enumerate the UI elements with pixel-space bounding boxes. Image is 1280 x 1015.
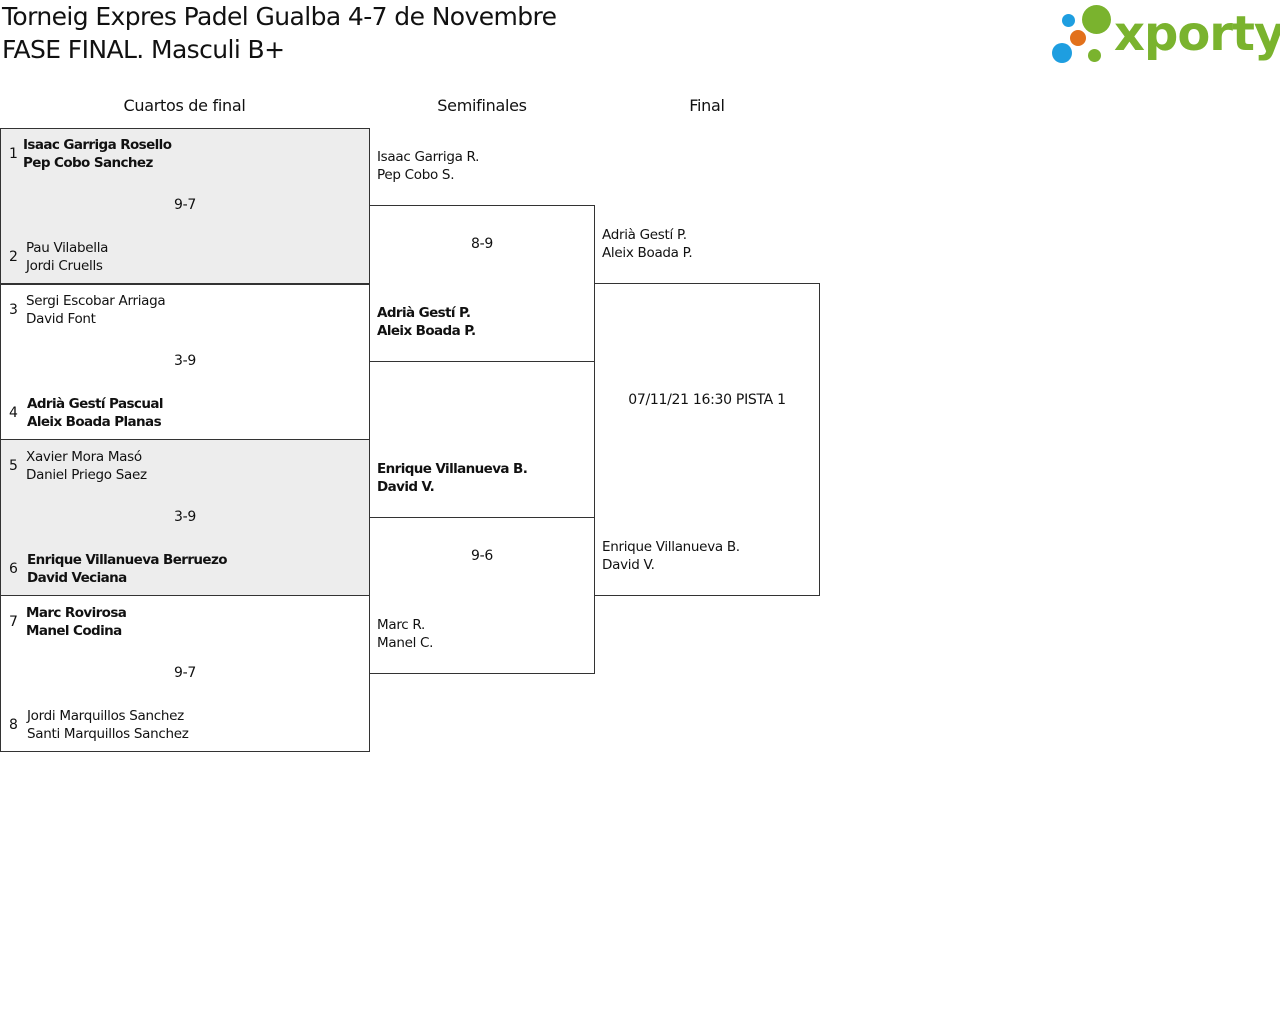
- logo-dot-orange-icon: [1070, 30, 1086, 46]
- phase-subtitle: FASE FINAL. Masculi B+: [2, 35, 285, 64]
- player-name: Aleix Boada Planas: [27, 414, 162, 430]
- quarterfinal-match-3[interactable]: 5 Xavier Mora Masó Daniel Priego Saez 3-…: [0, 439, 370, 596]
- player-name: Xavier Mora Masó: [26, 449, 142, 465]
- player-name: Isaac Garriga R.: [377, 149, 480, 165]
- seed-number: 6: [9, 561, 18, 577]
- seed-number: 4: [9, 405, 18, 421]
- team-entry[interactable]: Enrique Villanueva Berruezo David Vecian…: [27, 551, 228, 587]
- logo-wordmark: xporty: [1114, 6, 1280, 62]
- seed-number: 2: [9, 249, 18, 265]
- semifinal-2-team-bottom[interactable]: Marc R. Manel C.: [377, 616, 433, 652]
- tournament-title: Torneig Expres Padel Gualba 4-7 de Novem…: [2, 2, 557, 31]
- player-name: Sergi Escobar Arriaga: [26, 293, 166, 309]
- xporty-logo[interactable]: xporty: [1052, 4, 1280, 68]
- player-name: David V.: [602, 557, 655, 573]
- team-entry[interactable]: Adrià Gestí Pascual Aleix Boada Planas: [27, 395, 163, 431]
- round-header-final: Final: [689, 96, 725, 115]
- player-name: David Font: [26, 311, 96, 327]
- match-schedule: 07/11/21 16:30 PISTA 1: [628, 392, 786, 408]
- final-team-top[interactable]: Adrià Gestí P. Aleix Boada P.: [602, 226, 693, 262]
- semifinal-2-team-top[interactable]: Enrique Villanueva B. David V.: [377, 460, 528, 496]
- semifinal-1-team-top[interactable]: Isaac Garriga R. Pep Cobo S.: [377, 148, 479, 184]
- player-name: Pau Vilabella: [26, 240, 109, 256]
- team-entry[interactable]: Marc Rovirosa Manel Codina: [26, 604, 127, 640]
- team-entry[interactable]: Isaac Garriga Rosello Pep Cobo Sanchez: [23, 136, 172, 172]
- player-name: Adrià Gestí P.: [602, 227, 687, 243]
- seed-number: 8: [9, 717, 18, 733]
- seed-number: 1: [9, 146, 18, 162]
- player-name: Pep Cobo Sanchez: [23, 155, 153, 171]
- player-name: David V.: [377, 479, 435, 495]
- player-name: Adrià Gestí Pascual: [27, 396, 163, 412]
- player-name: Manel C.: [377, 635, 434, 651]
- player-name: Jordi Cruells: [26, 258, 103, 274]
- logo-dot-blue-top-icon: [1062, 14, 1075, 27]
- player-name: Adrià Gestí P.: [377, 305, 471, 321]
- team-entry[interactable]: Sergi Escobar Arriaga David Font: [26, 292, 166, 328]
- player-name: Enrique Villanueva B.: [377, 461, 528, 477]
- logo-dot-green-large-icon: [1082, 5, 1111, 34]
- team-entry[interactable]: Xavier Mora Masó Daniel Priego Saez: [26, 448, 147, 484]
- player-name: Aleix Boada P.: [602, 245, 693, 261]
- match-score: 8-9: [471, 236, 493, 252]
- team-entry[interactable]: Pau Vilabella Jordi Cruells: [26, 239, 108, 275]
- match-score: 9-7: [174, 197, 196, 213]
- quarterfinal-match-2[interactable]: 3 Sergi Escobar Arriaga David Font 3-9 4…: [0, 283, 370, 440]
- player-name: Jordi Marquillos Sanchez: [27, 708, 184, 724]
- player-name: David Veciana: [27, 570, 127, 586]
- semifinal-1-team-bottom[interactable]: Adrià Gestí P. Aleix Boada P.: [377, 304, 476, 340]
- player-name: Daniel Priego Saez: [26, 467, 147, 483]
- round-header-quarterfinals: Cuartos de final: [123, 96, 246, 115]
- player-name: Enrique Villanueva B.: [602, 539, 740, 555]
- quarterfinal-match-1[interactable]: 1 Isaac Garriga Rosello Pep Cobo Sanchez…: [0, 128, 370, 285]
- match-score: 9-6: [471, 548, 493, 564]
- seed-number: 5: [9, 458, 18, 474]
- player-name: Marc R.: [377, 617, 425, 633]
- player-name: Isaac Garriga Rosello: [23, 137, 172, 153]
- round-header-semifinals: Semifinales: [437, 96, 527, 115]
- match-score: 9-7: [174, 665, 196, 681]
- logo-dot-green-small-icon: [1088, 49, 1101, 62]
- team-entry[interactable]: Jordi Marquillos Sanchez Santi Marquillo…: [27, 707, 189, 743]
- player-name: Pep Cobo S.: [377, 167, 455, 183]
- player-name: Marc Rovirosa: [26, 605, 127, 621]
- seed-number: 7: [9, 614, 18, 630]
- match-score: 3-9: [174, 353, 196, 369]
- player-name: Enrique Villanueva Berruezo: [27, 552, 228, 568]
- player-name: Manel Codina: [26, 623, 122, 639]
- logo-dot-blue-bottom-icon: [1052, 43, 1072, 63]
- match-score: 3-9: [174, 509, 196, 525]
- seed-number: 3: [9, 302, 18, 318]
- player-name: Santi Marquillos Sanchez: [27, 726, 189, 742]
- final-team-bottom[interactable]: Enrique Villanueva B. David V.: [602, 538, 740, 574]
- quarterfinal-match-4[interactable]: 7 Marc Rovirosa Manel Codina 9-7 8 Jordi…: [0, 595, 370, 752]
- final-match[interactable]: 07/11/21 16:30 PISTA 1: [594, 283, 820, 596]
- player-name: Aleix Boada P.: [377, 323, 476, 339]
